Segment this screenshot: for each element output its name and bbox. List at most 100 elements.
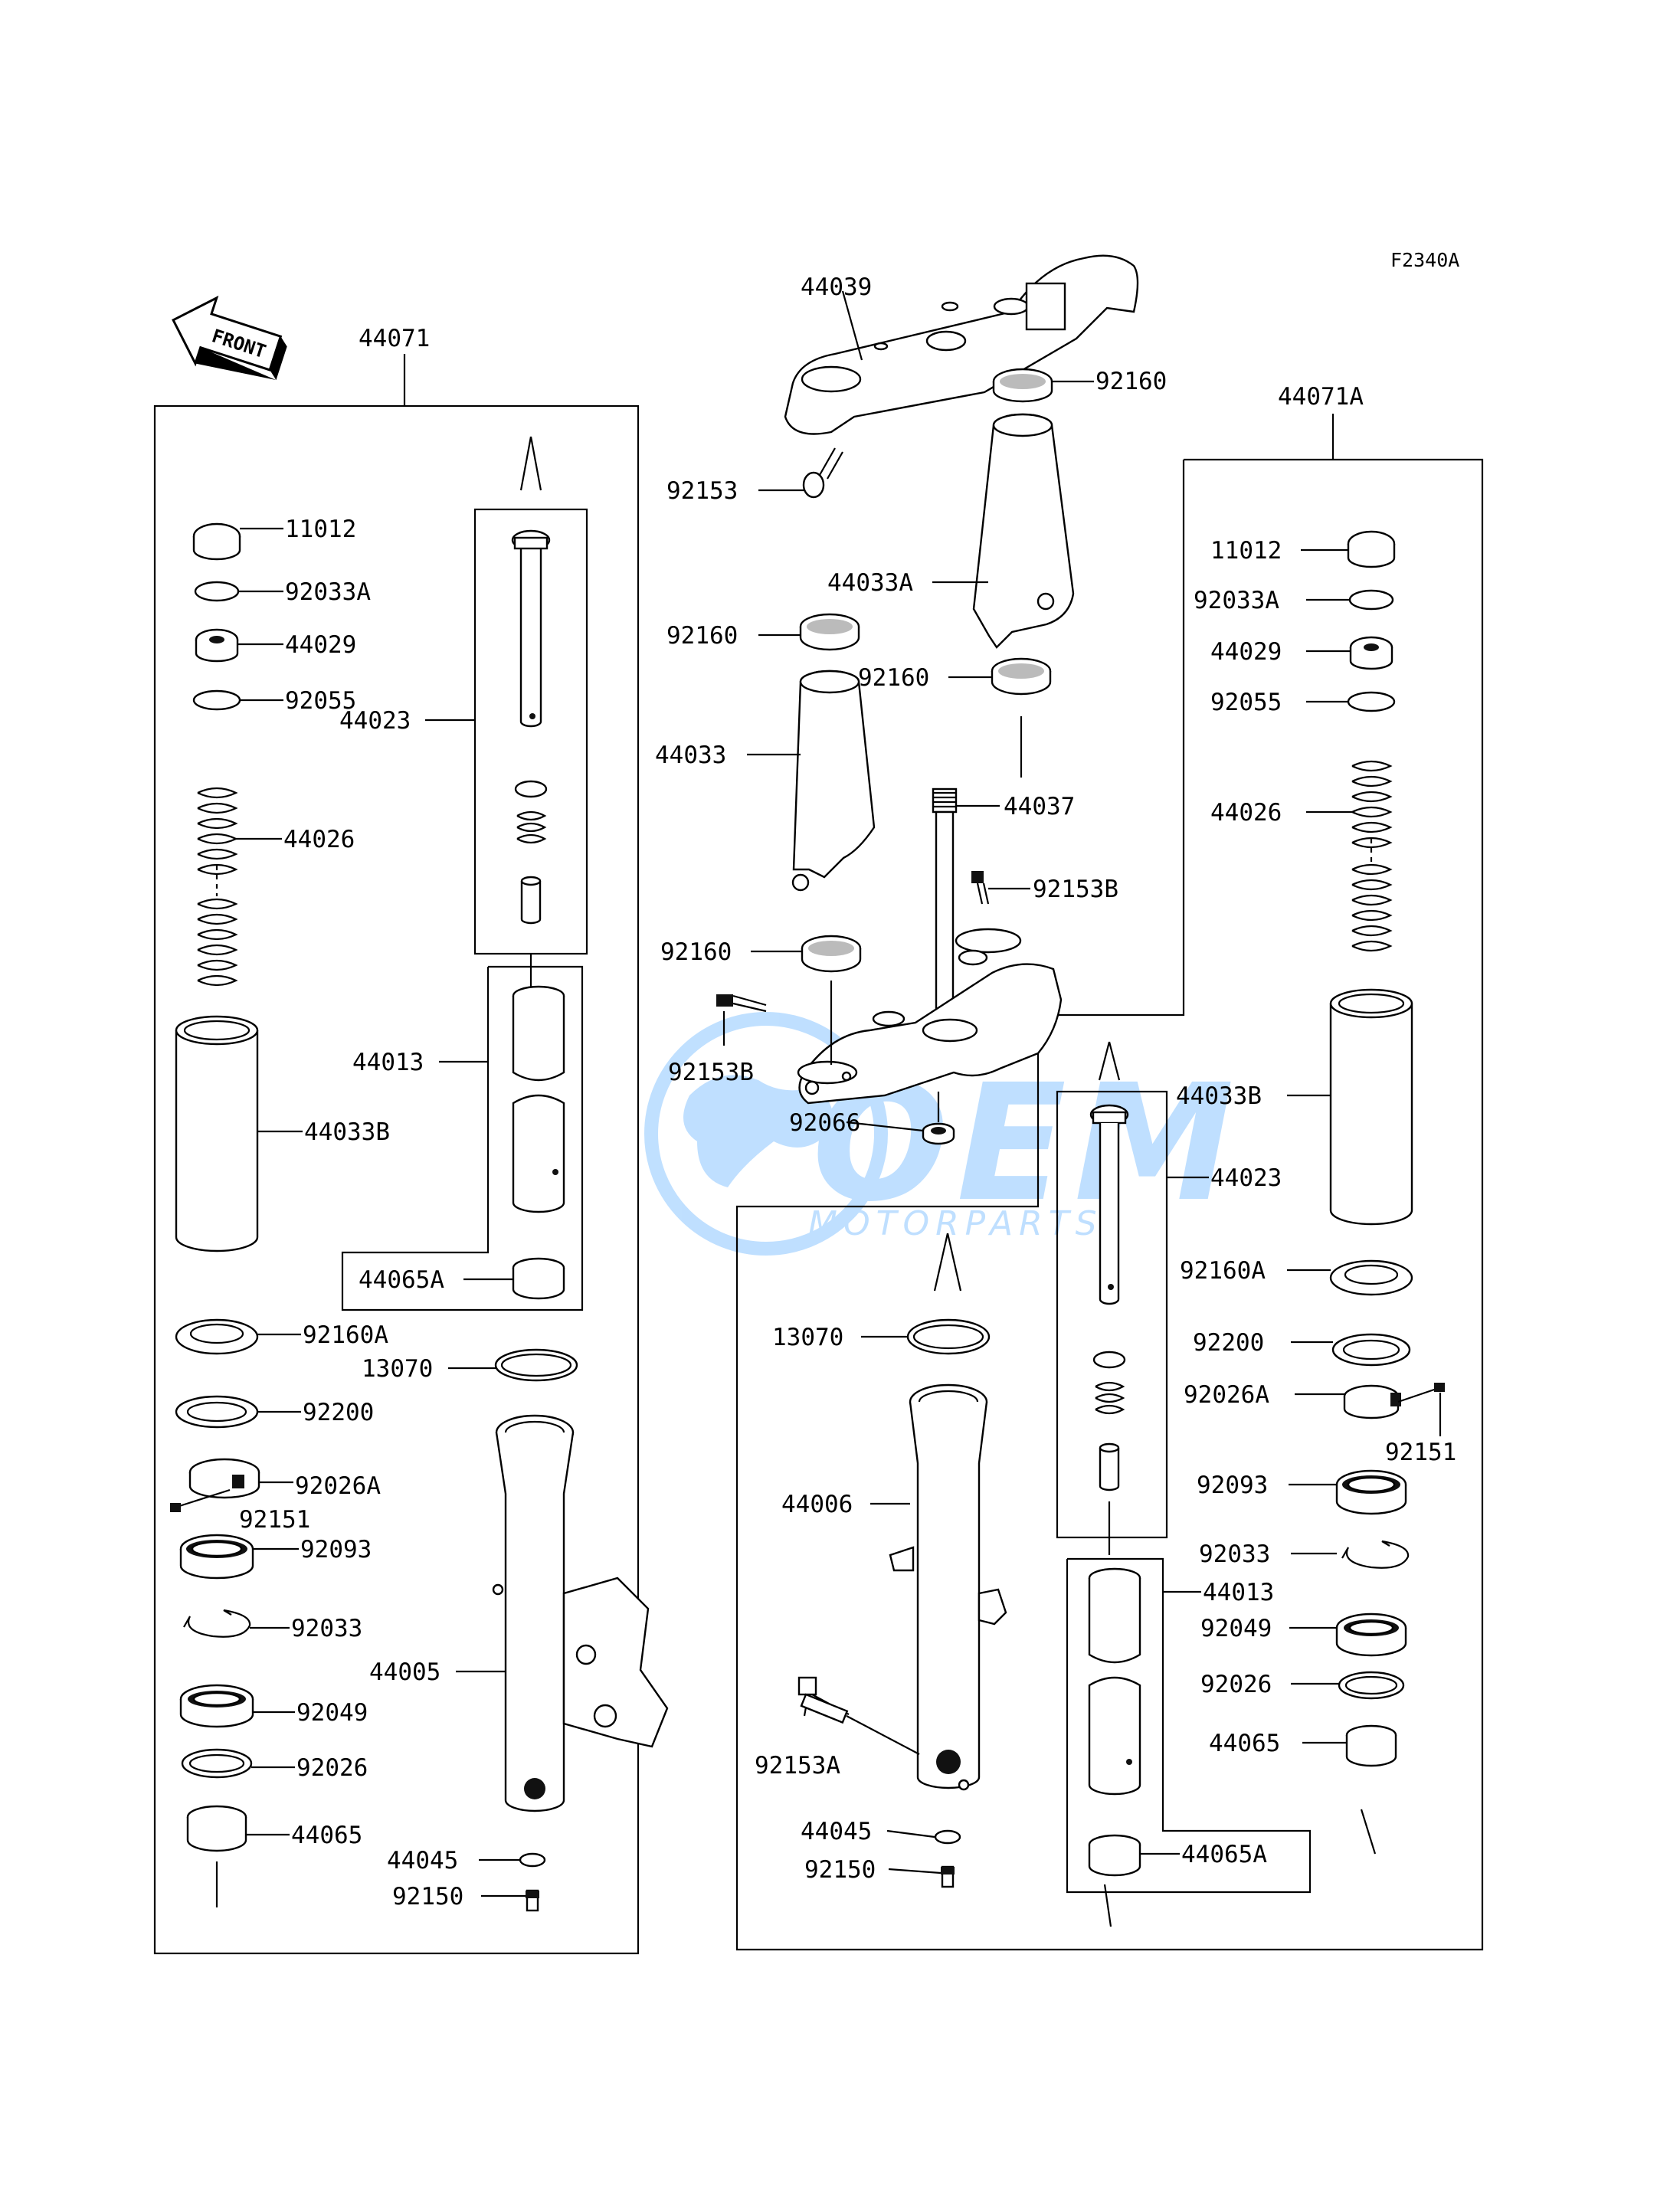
right-washer-92160A xyxy=(1329,1259,1413,1296)
label-right-92160A: 92160A xyxy=(1180,1257,1266,1285)
label-44037: 44037 xyxy=(1004,793,1075,820)
label-right-13070: 13070 xyxy=(772,1324,843,1351)
label-right-92055: 92055 xyxy=(1210,689,1282,716)
right-bolt-92150 xyxy=(941,1865,955,1888)
label-right-44033B: 44033B xyxy=(1176,1082,1262,1110)
label-right-44023: 44023 xyxy=(1210,1164,1282,1192)
watermark-subtitle: MOTORPARTS xyxy=(808,1204,1103,1243)
bolt-92153 xyxy=(802,447,843,499)
leader-lines xyxy=(236,290,1442,1897)
right-bush-44065 xyxy=(1345,1724,1397,1767)
label-right-44026: 44026 xyxy=(1210,799,1282,827)
assembly-frames xyxy=(153,354,1484,1955)
watermark-globe-icon xyxy=(644,1012,888,1256)
lower-bracket xyxy=(797,928,1063,1105)
ring-92160-c xyxy=(801,935,862,973)
left-oring-92055 xyxy=(192,689,241,711)
left-ring-13070 xyxy=(494,1348,578,1382)
right-damper-rod-44023 xyxy=(1089,1041,1129,1555)
top-ring-92160 xyxy=(992,368,1053,403)
label-44033A: 44033A xyxy=(827,569,913,597)
right-outer-tube-44006 xyxy=(889,1383,1007,1791)
left-seal-92049 xyxy=(179,1684,254,1728)
bolt-92153B-left xyxy=(716,994,767,1013)
right-oring-92033A xyxy=(1348,589,1394,611)
label-right-44006: 44006 xyxy=(781,1491,853,1518)
label-right-44013: 44013 xyxy=(1203,1579,1274,1606)
label-right-92049: 92049 xyxy=(1200,1615,1272,1642)
nut-92066 xyxy=(922,1122,955,1145)
label-44071: 44071 xyxy=(359,325,430,352)
left-screw-92151 xyxy=(170,1488,231,1512)
label-44039: 44039 xyxy=(801,273,872,301)
right-cap-11012 xyxy=(1347,530,1396,568)
left-outer-tube-44005 xyxy=(492,1414,669,1812)
right-washer-92200 xyxy=(1331,1333,1411,1367)
label-left-44029: 44029 xyxy=(285,631,356,659)
front-arrow-icon: FRONT xyxy=(172,295,287,381)
label-right-92151: 92151 xyxy=(1385,1439,1456,1466)
label-left-92160A: 92160A xyxy=(303,1321,388,1349)
steering-stem-44037 xyxy=(932,787,958,1028)
right-44023-box xyxy=(1056,1090,1168,1539)
left-circlip-92033 xyxy=(183,1609,251,1638)
ring-92160-a xyxy=(799,613,860,651)
right-44013-box xyxy=(1066,1557,1312,1894)
left-bolt-92150 xyxy=(526,1889,539,1912)
right-seal-92049 xyxy=(1335,1613,1407,1657)
label-left-92026A: 92026A xyxy=(295,1472,381,1500)
left-bush-44065 xyxy=(186,1805,247,1852)
label-left-92151: 92151 xyxy=(239,1506,310,1534)
label-left-44013: 44013 xyxy=(352,1049,424,1076)
top-bracket-44039 xyxy=(784,254,1139,435)
left-ring-92026 xyxy=(181,1748,253,1779)
label-44071A: 44071A xyxy=(1278,383,1364,411)
label-right-92200: 92200 xyxy=(1193,1329,1264,1357)
label-right-44065: 44065 xyxy=(1209,1730,1280,1757)
right-clamp-92026A xyxy=(1343,1384,1401,1419)
label-right-92150: 92150 xyxy=(804,1856,876,1884)
label-right-92033: 92033 xyxy=(1199,1541,1270,1568)
label-left-44065A: 44065A xyxy=(359,1266,444,1294)
label-92160-b: 92160 xyxy=(858,664,929,692)
right-oring-92055 xyxy=(1347,691,1396,712)
label-right-92026: 92026 xyxy=(1200,1671,1272,1698)
right-circlip-92033 xyxy=(1341,1540,1410,1569)
label-92153B-right: 92153B xyxy=(1033,876,1118,903)
bolt-92153B-right xyxy=(971,871,990,905)
bolt-92153A xyxy=(797,1676,920,1755)
left-damper-rod-44023 xyxy=(511,436,551,988)
label-92160-top: 92160 xyxy=(1095,368,1167,395)
right-fork-parts xyxy=(797,530,1445,1927)
label-left-11012: 11012 xyxy=(285,516,356,543)
label-left-44026: 44026 xyxy=(283,826,355,853)
label-left-92033: 92033 xyxy=(291,1615,362,1642)
right-bolt-44029 xyxy=(1349,636,1393,670)
label-left-92200: 92200 xyxy=(303,1399,374,1426)
left-cap-11012 xyxy=(192,522,241,561)
label-right-44065A: 44065A xyxy=(1181,1841,1267,1868)
left-fork-parts xyxy=(170,436,669,1912)
left-44013-box xyxy=(341,965,584,1311)
label-92160-a: 92160 xyxy=(666,622,738,650)
label-right-11012: 11012 xyxy=(1210,537,1282,565)
cover-44033 xyxy=(791,670,876,892)
label-left-44045: 44045 xyxy=(387,1847,458,1874)
label-left-92033A: 92033A xyxy=(285,578,371,606)
left-cylinder-44013 xyxy=(512,985,565,1300)
label-right-44029: 44029 xyxy=(1210,638,1282,666)
left-washer-92160A xyxy=(175,1318,259,1355)
right-cylinder-44013 xyxy=(1088,1567,1141,1927)
label-right-92026A: 92026A xyxy=(1184,1381,1269,1409)
left-washer-44045 xyxy=(519,1852,546,1868)
watermark-continents xyxy=(683,1075,833,1187)
ring-92160-b xyxy=(991,657,1052,696)
right-assembly-frame xyxy=(735,458,1484,1951)
right-screw-92151 xyxy=(1397,1383,1445,1403)
part-labels: 44071 44071A 44039 92160 92153 44033A 92… xyxy=(239,273,1456,1911)
left-seal-92093 xyxy=(179,1534,254,1580)
label-left-44033B: 44033B xyxy=(304,1118,390,1146)
left-tube-44033B xyxy=(175,1015,259,1252)
right-washer-44045 xyxy=(934,1829,961,1845)
